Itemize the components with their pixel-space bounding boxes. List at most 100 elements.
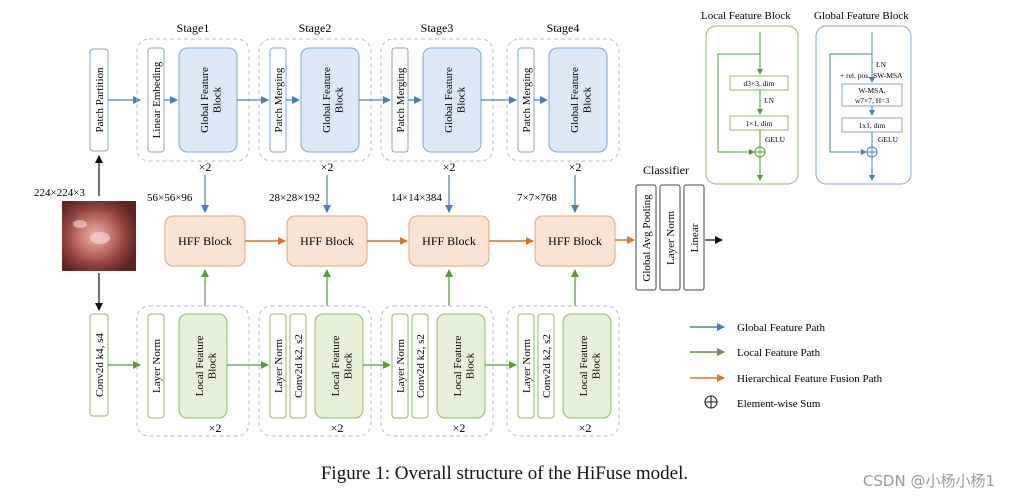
local-stage-container <box>506 305 620 437</box>
stage-title: Stage1 <box>177 21 210 35</box>
local-repeat: ×2 <box>209 421 222 435</box>
local-second-box <box>537 313 555 419</box>
hff-block <box>534 215 616 267</box>
legend-label: Local Feature Path <box>737 347 821 359</box>
global-feature-block-label: Global FeatureBlock <box>199 67 224 133</box>
local-second-box <box>411 313 429 419</box>
local-second-label: Conv2d k2, s2 <box>293 334 305 398</box>
global-detail-box2-label: 1x1, dim <box>859 121 886 130</box>
legend-item-global-feature-path: Global Feature Path <box>690 322 825 334</box>
legend-label: Element-wise Sum <box>737 398 821 410</box>
global-detail-ln: LN <box>876 60 887 69</box>
hff-block-label: HFF Block <box>548 234 602 248</box>
local-feature-block <box>436 313 486 419</box>
local-feature-block <box>314 313 364 419</box>
stage-title: Stage4 <box>547 21 580 35</box>
input-column: Patch Partition 224×224×3 Conv2d k4, s4 <box>34 48 141 417</box>
classifier-box-1 <box>659 184 681 291</box>
local-repeat: ×2 <box>579 421 592 435</box>
classifier-item-0: Global Avg Pooling <box>641 194 653 282</box>
local-feature-block-label: Local FeatureBlock <box>194 335 219 396</box>
feature-dim-label: 56×56×96 <box>147 192 193 204</box>
local-first-box <box>269 313 287 419</box>
global-first-label: Linear Embeding <box>151 61 163 138</box>
legend-label: Hierarchical Feature Fusion Path <box>737 373 883 385</box>
global-detail-gelu: GELU <box>878 135 899 144</box>
local-first-box <box>391 313 409 419</box>
global-stage-container <box>506 38 620 162</box>
legend-item-element-wise-sum: Element-wise Sum <box>704 395 821 410</box>
legend-item-hierarchical-feature-fusion-path: Hierarchical Feature Fusion Path <box>690 373 883 385</box>
global-detail-box1-line2: w7×7, H=3 <box>855 96 890 105</box>
global-detail-sw-msa: SW-MSA <box>873 71 903 80</box>
patch-partition-label: Patch Partition <box>94 67 106 133</box>
local-detail-gelu: GELU <box>765 135 786 144</box>
hifuse-architecture-diagram: Patch Partition 224×224×3 Conv2d k4, s4 … <box>34 10 912 437</box>
global-repeat: ×2 <box>569 160 582 174</box>
local-second-label: Conv2d k2, s2 <box>541 334 553 398</box>
conv-stem-label: Conv2d k4, s4 <box>94 333 106 397</box>
classifier-box-2 <box>683 184 705 291</box>
global-repeat: ×2 <box>321 160 334 174</box>
global-feature-block-label: Global FeatureBlock <box>321 67 346 133</box>
local-second-box <box>289 313 307 419</box>
local-feature-block-label: Local FeatureBlock <box>330 335 355 396</box>
global-feature-block-detail: Global Feature Block LN + rel. pos. SW-M… <box>814 10 912 185</box>
local-second-label: Conv2d k2, s2 <box>415 334 427 398</box>
local-detail-box1-label: d3×3, dim <box>744 79 775 88</box>
feature-dim-label: 28×28×192 <box>269 192 320 204</box>
local-feature-block <box>178 313 228 419</box>
global-repeat: ×2 <box>443 160 456 174</box>
global-detail-rel-pos: + rel. pos. <box>840 71 870 80</box>
global-detail-box1-line1: W-MSA, <box>858 86 885 95</box>
input-size-label: 224×224×3 <box>34 187 85 199</box>
input-image <box>62 201 136 271</box>
local-first-label: Layer Norm <box>395 339 407 394</box>
global-first-label: Patch Merging <box>521 67 533 132</box>
classifier-title: Classifier <box>643 163 689 177</box>
local-feature-block-label: Local FeatureBlock <box>578 335 603 396</box>
classifier-item-1: Layer Norm <box>665 211 677 266</box>
global-first-label: Patch Merging <box>395 67 407 132</box>
global-first-label: Patch Merging <box>273 67 285 132</box>
local-stage-container <box>136 305 250 437</box>
local-feature-block-label: Local FeatureBlock <box>452 335 477 396</box>
local-feature-block <box>562 313 612 419</box>
hff-block-label: HFF Block <box>300 234 354 248</box>
global-repeat: ×2 <box>199 160 212 174</box>
local-feature-block-detail: Local Feature Block d3×3, dim LN 1×1, di… <box>701 10 799 185</box>
global-feature-block-label: Global FeatureBlock <box>443 67 468 133</box>
local-detail-box1 <box>729 75 789 91</box>
feature-dim-label: 14×14×384 <box>391 192 442 204</box>
local-detail-box2 <box>729 115 789 131</box>
legend-item-local-feature-path: Local Feature Path <box>690 347 821 359</box>
hff-block-label: HFF Block <box>178 234 232 248</box>
figure-caption: Figure 1: Overall structure of the HiFus… <box>320 463 689 484</box>
local-stage-container <box>258 305 372 437</box>
global-feature-block-label: Global FeatureBlock <box>569 67 594 133</box>
classifier-item-2: Linear <box>689 223 701 252</box>
local-first-box <box>147 313 165 419</box>
local-repeat: ×2 <box>331 421 344 435</box>
local-repeat: ×2 <box>453 421 466 435</box>
global-feature-block <box>548 47 608 153</box>
watermark: CSDN @小杨小杨1 <box>862 472 995 490</box>
local-first-label: Layer Norm <box>151 339 163 394</box>
local-first-box <box>517 313 535 419</box>
local-first-label: Layer Norm <box>521 339 533 394</box>
legend-label: Global Feature Path <box>737 322 825 334</box>
global-detail-title: Global Feature Block <box>814 10 909 22</box>
local-stage-container <box>380 305 494 437</box>
local-detail-box2-label: 1×1, dim <box>745 119 772 128</box>
classifier: Classifier Global Avg Pooling Layer Norm… <box>615 163 723 291</box>
local-detail-title: Local Feature Block <box>701 10 791 22</box>
classifier-box-0 <box>635 184 657 291</box>
stage-title: Stage3 <box>421 21 454 35</box>
local-detail-ln: LN <box>764 96 775 105</box>
stage-title: Stage2 <box>299 21 332 35</box>
